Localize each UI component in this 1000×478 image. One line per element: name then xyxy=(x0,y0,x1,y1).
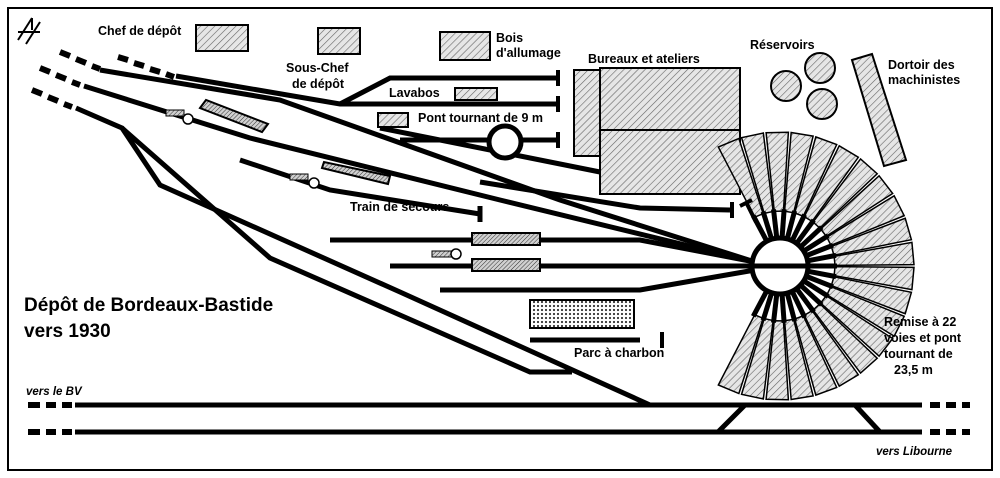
approach-dashes xyxy=(30,49,176,110)
roundhouse-22-tracks xyxy=(717,131,915,401)
roundhouse-stall xyxy=(812,302,879,375)
label-train-secours: Train de secours xyxy=(350,200,449,214)
roundhouse-radial-track xyxy=(760,291,775,322)
roundhouse-radial-track xyxy=(784,292,798,322)
roundhouse-stall xyxy=(740,132,774,215)
diagram-title-line-2: vers 1930 xyxy=(24,321,111,342)
label-pont-tournant: Pont tournant de 9 m xyxy=(418,111,543,125)
ateliers-building xyxy=(599,129,741,195)
roundhouse-stall xyxy=(833,241,915,267)
roundhouse-stall xyxy=(825,285,906,338)
label-bois-2: d'allumage xyxy=(496,46,561,60)
label-remise-4: 23,5 m xyxy=(894,363,933,377)
roundhouse-stall xyxy=(765,319,790,401)
roundhouse-radial-track xyxy=(789,213,807,242)
roundhouse-stall xyxy=(793,135,838,218)
label-bois-1: Bois xyxy=(496,31,523,45)
small-turntable xyxy=(486,123,524,161)
lavabos-building xyxy=(454,87,498,101)
roundhouse-radial-track xyxy=(794,287,816,314)
roundhouse-radial-track xyxy=(771,293,780,323)
roundhouse-stall xyxy=(812,157,879,230)
roundhouse-radial-track xyxy=(805,273,834,290)
locomotive-icon xyxy=(165,109,194,125)
roundhouse-radial-track xyxy=(779,208,787,239)
bureaux-ateliers-building xyxy=(599,67,741,131)
roundhouse-radial-track xyxy=(760,210,775,241)
label-vers-libourne: vers Libourne xyxy=(876,446,953,458)
roundhouse-radial-track xyxy=(807,252,837,264)
roundhouse-stall xyxy=(783,131,815,214)
dortoir-building xyxy=(850,52,908,168)
label-dortoir-2: machinistes xyxy=(888,73,960,87)
roundhouse-radial-track xyxy=(798,225,824,249)
roundhouse-radial-track xyxy=(807,268,837,280)
roundhouse-radial-track xyxy=(798,283,824,307)
roundhouse-stall xyxy=(740,317,774,400)
roundhouse-stall xyxy=(803,144,860,223)
roundhouse-radial-track xyxy=(805,242,834,259)
label-vers-bv: vers le BV xyxy=(26,386,83,398)
bureaux-annex xyxy=(573,69,601,157)
reservoir-tank xyxy=(804,52,836,84)
label-chef-depot: Chef de dépôt xyxy=(98,24,182,38)
roundhouse-radial-track xyxy=(802,233,830,254)
roundhouse-stall xyxy=(833,265,915,291)
roundhouse-stall xyxy=(819,174,894,238)
reservoir-tank xyxy=(770,70,802,102)
roundhouse-stall xyxy=(819,294,894,358)
roundhouse-stall xyxy=(717,137,765,219)
label-remise-3: tournant de xyxy=(884,347,953,361)
roundhouse-radial-track xyxy=(784,210,798,240)
roundhouse-stall xyxy=(765,131,790,213)
roundhouse-radial-track xyxy=(779,293,787,324)
pont-tournant-hut xyxy=(377,112,409,128)
roundhouse-stall xyxy=(783,318,815,401)
label-bureaux: Bureaux et ateliers xyxy=(588,52,700,66)
label-sous-chef-2: de dépôt xyxy=(292,77,345,91)
roundhouse-stall xyxy=(717,313,765,395)
roundhouse-stall xyxy=(803,309,860,388)
roundhouse-radial-track xyxy=(771,209,780,239)
label-remise-2: voies et pont xyxy=(884,331,962,345)
roundhouse-stall xyxy=(830,275,913,315)
locomotive-icon xyxy=(431,248,462,260)
roundhouse-stall xyxy=(793,314,838,397)
roundhouse-radial-track xyxy=(802,278,830,299)
diagram-frame xyxy=(7,7,993,471)
label-reservoirs: Réservoirs xyxy=(750,38,815,52)
label-remise-1: Remise à 22 xyxy=(884,315,956,329)
label-lavabos: Lavabos xyxy=(389,86,440,100)
reservoir-tank xyxy=(806,88,838,120)
bois-allumage-building xyxy=(439,31,491,61)
rolling-stock xyxy=(198,98,541,272)
chef-depot-building xyxy=(195,24,249,52)
label-parc-charbon: Parc à charbon xyxy=(574,346,664,360)
label-sous-chef-1: Sous-Chef xyxy=(286,61,349,75)
compass-north-icon xyxy=(17,17,41,45)
diagram-title-line-1: Dépôt de Bordeaux-Bastide xyxy=(24,295,273,316)
roundhouse-stall xyxy=(825,194,906,247)
roundhouse-radial-track xyxy=(789,290,807,319)
parc-charbon-area xyxy=(529,299,635,329)
roundhouse-radial-track xyxy=(794,218,816,245)
roundhouse-stall xyxy=(830,217,913,257)
main-line-tracks xyxy=(28,402,970,435)
sous-chef-building xyxy=(317,27,361,55)
label-dortoir-1: Dortoir des xyxy=(888,58,955,72)
locomotive-icon xyxy=(289,173,320,189)
roundhouse-radial-track xyxy=(751,289,770,318)
